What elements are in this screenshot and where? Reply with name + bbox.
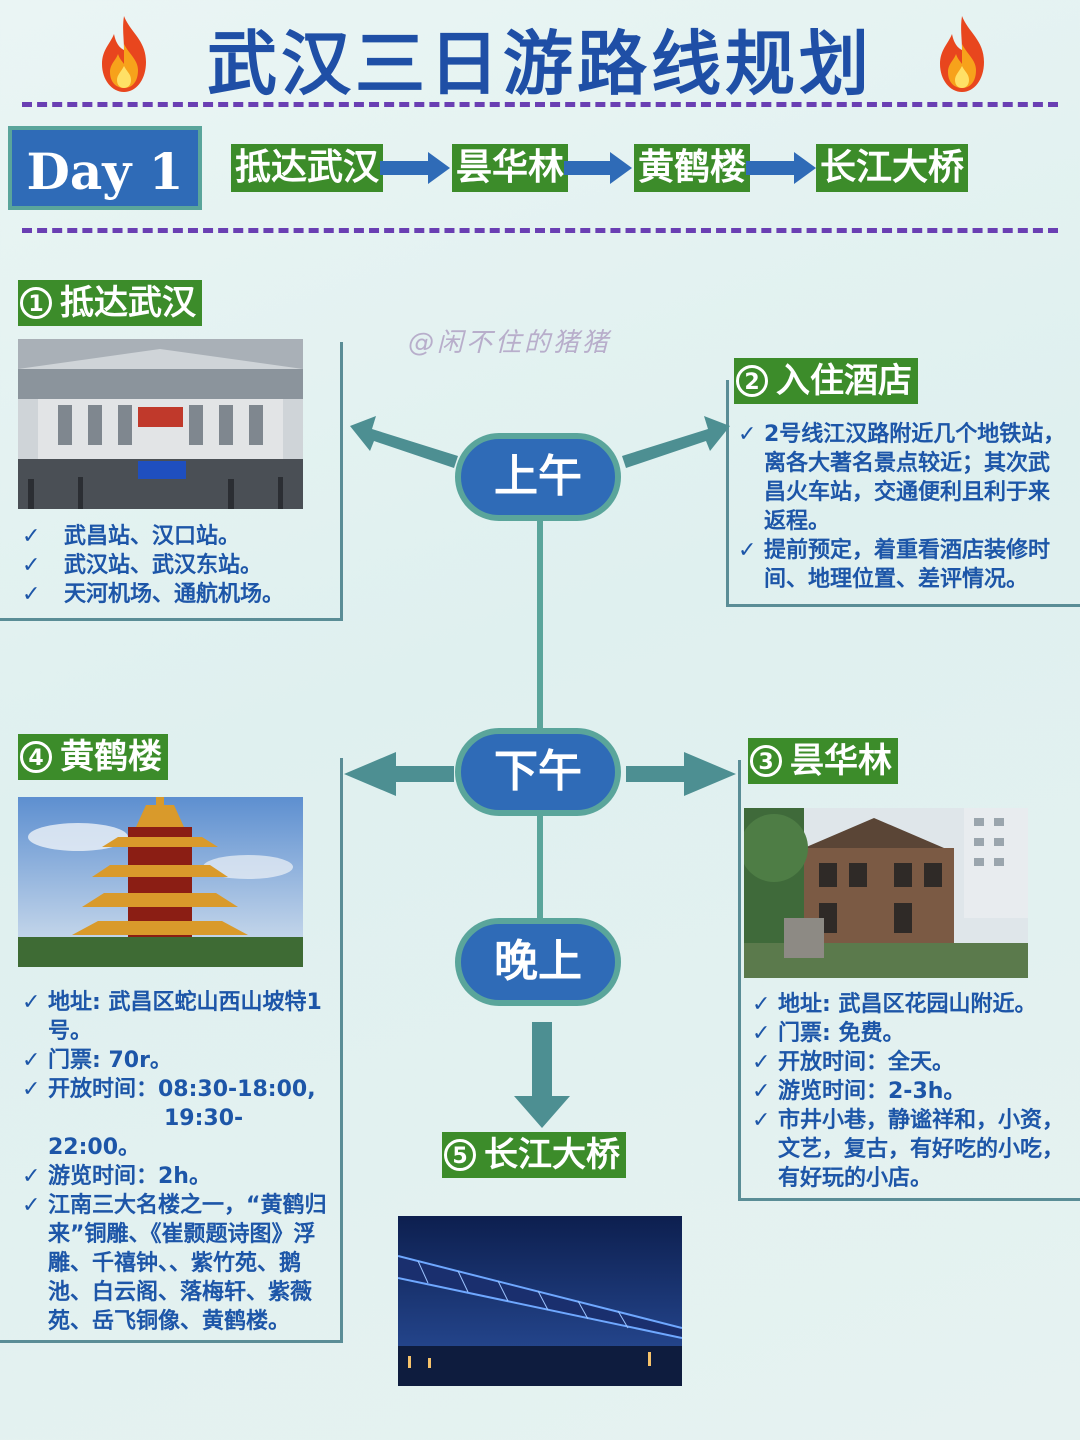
list-item: ✓提前预定，着重看酒店装修时间、地理位置、差评情况。 [738,538,1051,592]
arrow-down-icon [514,1022,570,1128]
divider [22,102,1058,107]
check-icon: ✓ [22,1164,41,1189]
list-item: ✓天河机场、通航机场。 [22,582,285,607]
list-item: ✓江南三大名楼之一，“黄鹤归来”铜雕、《崔颢题诗图》浮雕、千禧钟、、紫竹苑、鹅池… [22,1193,327,1334]
arrive-list: ✓武昌站、汉口站。 ✓武汉站、武汉东站。 ✓天河机场、通航机场。 [20,522,330,609]
check-icon: ✓ [22,582,41,607]
check-icon: ✓ [22,1193,41,1218]
check-icon: ✓ [22,990,41,1015]
route-arrow [564,161,612,175]
watermark: @闲不住的猪猪 [408,328,612,358]
section-frame [726,380,1080,607]
check-icon: ✓ [22,524,41,549]
time-afternoon: 下午 [455,728,621,816]
list-item: ✓武昌站、汉口站。 [22,524,241,549]
list-item: ✓门票: 70r。 [22,1048,172,1073]
page-title: 武汉三日游路线规划 [207,23,873,105]
section-frame [0,342,343,621]
list-item: ✓市井小巷，静谧祥和，小资，文艺，复古，有好吃的小吃，有好玩的小店。 [752,1108,1065,1191]
check-icon: ✓ [752,1108,771,1133]
list-item: ✓武汉站、武汉东站。 [22,553,263,578]
section-frame [738,760,1080,1201]
route-arrow [380,161,430,175]
fire-icon [940,16,984,92]
fire-icon [102,16,146,92]
yellow-crane-tower-photo [18,797,303,967]
timeline-connector [537,520,543,740]
check-icon: ✓ [752,992,771,1017]
branch-arrows-afternoon [344,752,736,796]
list-item: ✓游览时间：2h。 [22,1164,211,1189]
wuchang-station-photo [18,339,303,509]
check-icon: ✓ [22,553,41,578]
list-item: ✓2号线江汉路附近几个地铁站，离各大著名景点较近；其次武昌火车站，交通便利且利于… [738,422,1066,534]
check-icon: ✓ [752,1079,771,1104]
list-item: ✓开放时间：全天。 [752,1050,955,1075]
route-arrow [746,161,796,175]
list-item: ✓门票: 免费。 [752,1021,905,1046]
time-evening: 晚上 [455,918,621,1006]
timeline-connector [537,815,543,925]
check-icon: ✓ [738,422,757,447]
route-stop-1: 抵达武汉 [231,144,384,192]
list-item: ✓地址: 武昌区花园山附近。 [752,992,1037,1017]
section-frame [0,758,343,1343]
arrow-right-icon [428,152,450,184]
tanhualin-photo [744,808,1028,978]
route-stop-2: 昙华林 [452,144,569,192]
check-icon: ✓ [22,1048,41,1073]
check-icon: ✓ [22,1077,41,1102]
check-icon: ✓ [738,538,757,563]
day-badge: Day 1 [8,126,202,210]
route-stop-3: 黄鹤楼 [634,144,751,192]
yangtze-bridge-photo [398,1216,682,1386]
check-icon: ✓ [752,1021,771,1046]
list-item: ✓游览时间：2-3h。 [752,1079,966,1104]
yellowcrane-list: ✓地址: 武昌区蛇山西山坡特1号。 ✓门票: 70r。 ✓开放时间：08:30-… [20,988,332,1336]
arrow-right-icon [610,152,632,184]
branch-arrows-morning [350,416,730,468]
divider [22,228,1058,233]
time-morning: 上午 [455,433,621,521]
arrow-right-icon [794,152,816,184]
tanhualin-list: ✓地址: 武昌区花园山附近。 ✓门票: 免费。 ✓开放时间：全天。 ✓游览时间：… [750,990,1074,1193]
check-icon: ✓ [752,1050,771,1075]
hotel-list: ✓2号线江汉路附近几个地铁站，离各大著名景点较近；其次武昌火车站，交通便利且利于… [736,420,1066,594]
list-item: ✓地址: 武昌区蛇山西山坡特1号。 [22,990,322,1044]
list-item: ✓开放时间：08:30-18:00,19:30-22:00。 [22,1077,316,1160]
route-stop-4: 长江大桥 [816,144,969,192]
